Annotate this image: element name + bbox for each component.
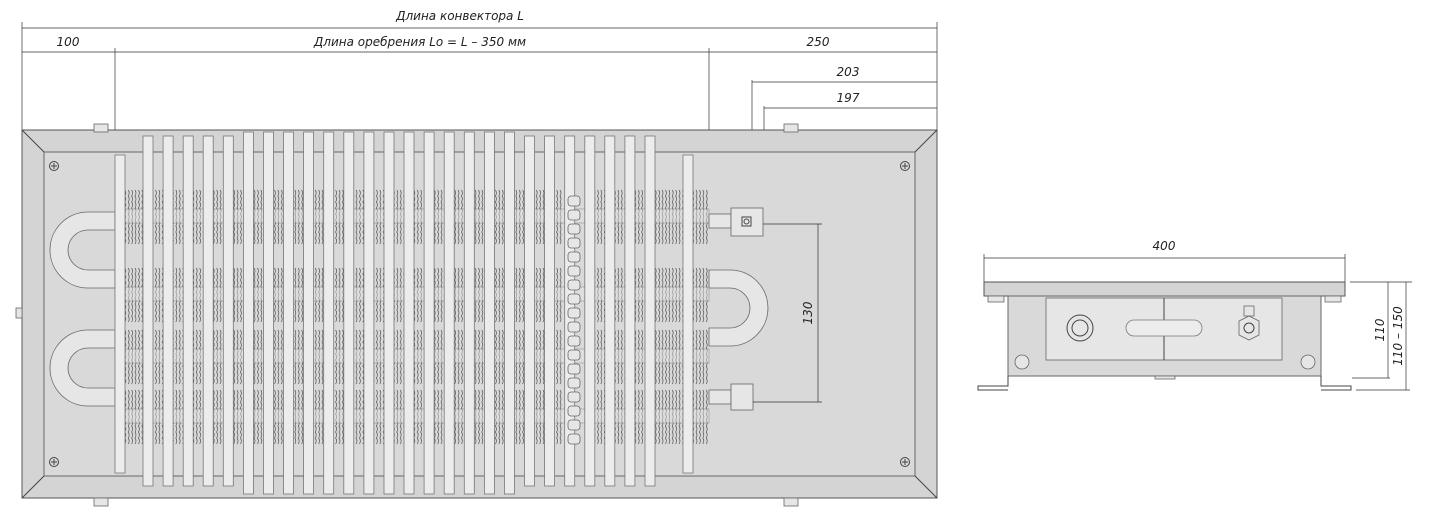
cover-rod xyxy=(463,131,475,495)
tube-clamp xyxy=(567,391,581,403)
cover-rod xyxy=(644,135,656,487)
tube-clamp xyxy=(567,405,581,417)
cover-rod xyxy=(443,131,455,495)
cover-rod xyxy=(303,131,315,495)
section-pipe-port xyxy=(1066,314,1094,342)
cover-rod xyxy=(182,135,194,487)
cover-rod xyxy=(363,131,375,495)
label-pipe-spacing: 130 xyxy=(801,301,815,324)
section-view: 400 110 110 – 150 xyxy=(977,239,1412,391)
right-u-bend xyxy=(708,269,769,347)
cover-rod xyxy=(242,131,254,495)
label-fin-length: Длина оребрения Lo = L – 350 мм xyxy=(313,35,526,49)
top-view: Длина конвектора L 100 Длина оребрения L… xyxy=(15,9,938,507)
mounting-brackets xyxy=(15,123,799,507)
section-valve xyxy=(1238,305,1260,341)
tube-clamp xyxy=(567,363,581,375)
label-convector-length: Длина конвектора L xyxy=(395,9,524,23)
cover-rod xyxy=(483,131,495,495)
cover-rod xyxy=(604,135,616,487)
tube-clamp xyxy=(567,237,581,249)
cover-rod xyxy=(383,131,395,495)
label-connection-203: 203 xyxy=(837,65,860,79)
cover-rod xyxy=(323,131,335,495)
tube-clamp xyxy=(567,279,581,291)
section-grille xyxy=(983,281,1346,297)
dimension-pipe-spacing: 130 xyxy=(753,223,822,403)
tube-clamp xyxy=(567,419,581,431)
cover-rod xyxy=(162,135,174,487)
tube-clamp xyxy=(567,265,581,277)
dimension-width: 400 xyxy=(983,239,1346,282)
screw-icons xyxy=(49,161,910,467)
cover-rod xyxy=(142,135,154,487)
cover-rod xyxy=(584,135,596,487)
label-connection-197: 197 xyxy=(837,91,860,105)
cover-rods xyxy=(142,131,656,495)
label-height-110: 110 xyxy=(1373,318,1387,341)
dimension-convector-length: Длина конвектора L xyxy=(21,9,938,130)
cover-rod xyxy=(423,131,435,495)
cover-rod xyxy=(343,131,355,495)
tube-clamp xyxy=(567,349,581,361)
cover-rod xyxy=(524,135,535,487)
tube-clamp xyxy=(567,251,581,263)
tube-clamp xyxy=(567,293,581,305)
tube-clamp xyxy=(567,307,581,319)
cover-rod xyxy=(283,131,295,495)
tube-clamp xyxy=(567,321,581,333)
cover-rod xyxy=(263,131,274,495)
tube-clamp xyxy=(567,335,581,347)
cover-rod xyxy=(403,131,415,495)
tube-clamps xyxy=(567,195,581,445)
tube-clamp xyxy=(567,433,581,445)
cover-rod xyxy=(222,135,234,487)
tube-clamp xyxy=(567,209,581,221)
fin-supports xyxy=(114,154,694,474)
cover-rod xyxy=(202,135,214,487)
tube-clamp xyxy=(567,195,581,207)
label-left-offset: 100 xyxy=(57,35,80,49)
tube-clamp xyxy=(567,377,581,389)
pipe-connections xyxy=(708,207,764,411)
dimension-heights: 110 110 – 150 xyxy=(1350,281,1412,391)
left-u-bends xyxy=(49,211,116,407)
label-height-range: 110 – 150 xyxy=(1391,306,1405,366)
cover-rod xyxy=(503,131,515,495)
label-right-offset: 250 xyxy=(807,35,830,49)
cover-rod xyxy=(624,135,636,487)
dimension-fin-length: 100 Длина оребрения Lo = L – 350 мм 250 xyxy=(22,35,937,155)
label-width: 400 xyxy=(1153,239,1176,253)
cover-rod xyxy=(544,135,555,487)
tube-clamp xyxy=(567,223,581,235)
